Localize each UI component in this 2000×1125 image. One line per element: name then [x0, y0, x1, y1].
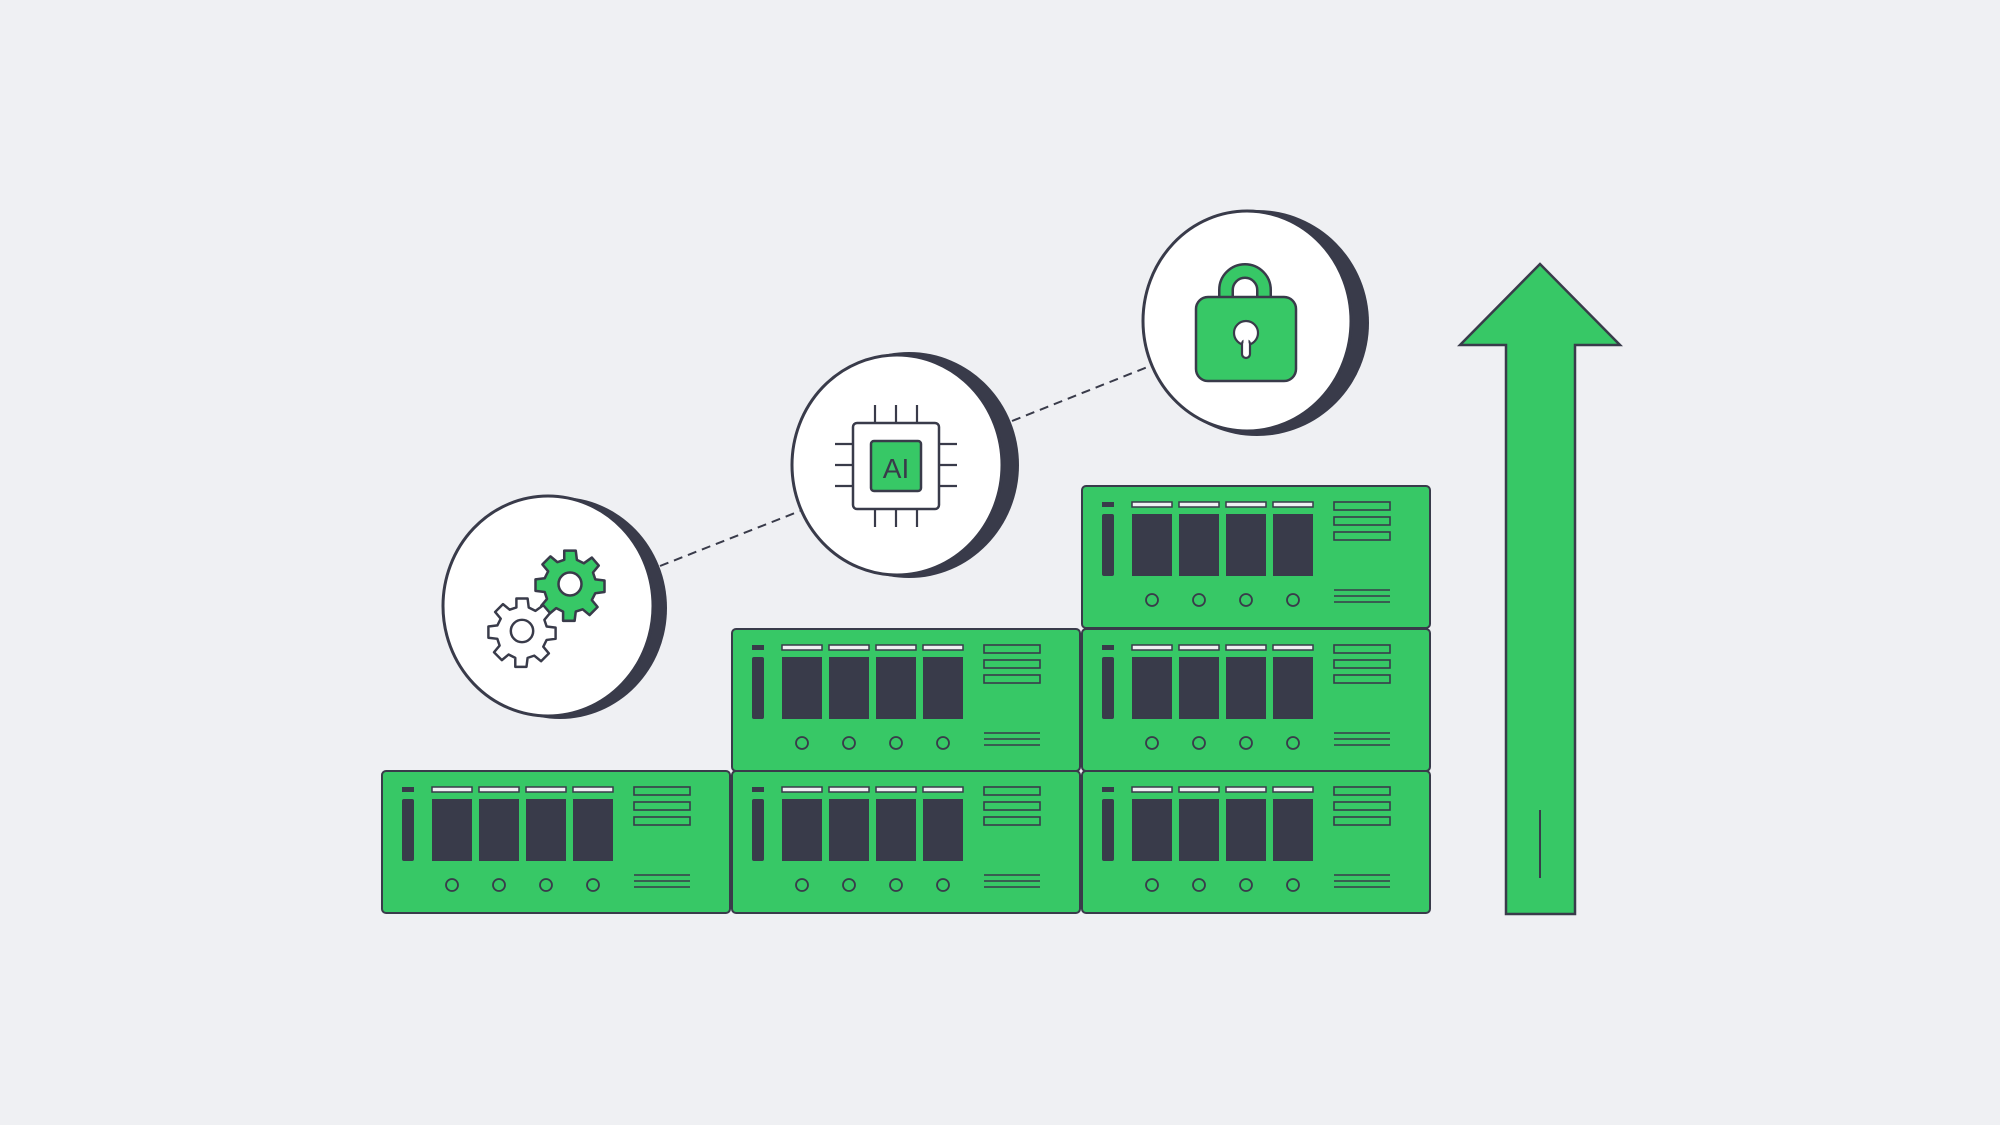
growth-arrow-icon — [1457, 262, 1623, 916]
server-unit — [1081, 628, 1431, 772]
ai-chip-icon: AI — [835, 405, 957, 527]
server-unit — [1081, 770, 1431, 914]
server-stack-3 — [1081, 485, 1431, 914]
server-stack-1 — [381, 770, 731, 914]
server-stack-2 — [731, 628, 1081, 914]
gears-badge — [441, 494, 667, 719]
server-unit — [381, 770, 731, 914]
ai-chip-badge: AI — [790, 352, 1019, 578]
padlock-icon — [1194, 263, 1298, 383]
connector-lines — [659, 365, 1151, 567]
server-unit — [1081, 485, 1431, 629]
ai-chip-label: AI — [883, 453, 909, 484]
server-unit — [731, 770, 1081, 914]
server-unit — [731, 628, 1081, 772]
padlock-badge — [1141, 209, 1369, 436]
gears-icon — [487, 549, 606, 669]
